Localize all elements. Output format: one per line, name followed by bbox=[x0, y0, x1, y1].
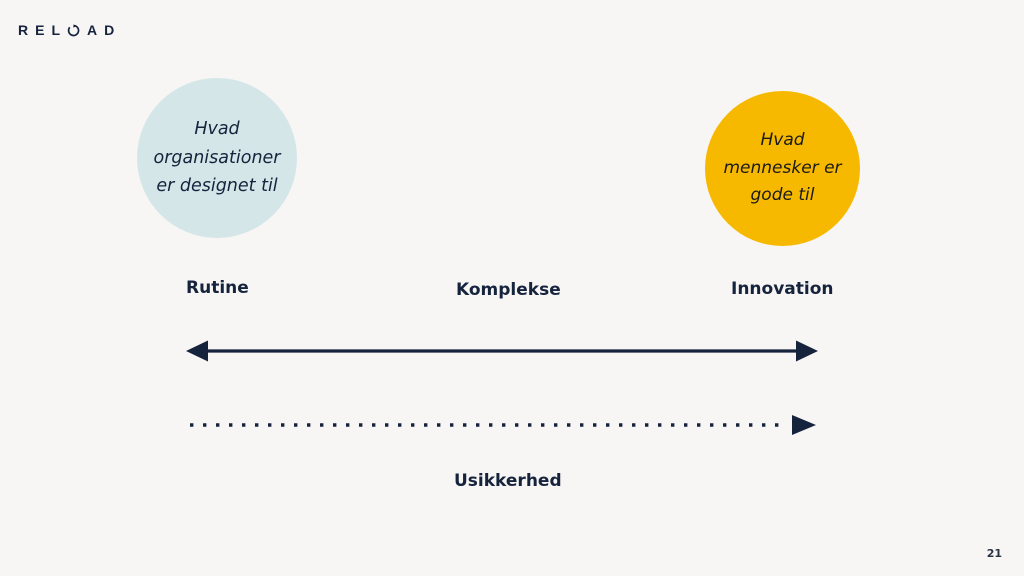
routine-to-innovation-axis bbox=[186, 334, 818, 368]
bubble-mennesker: Hvad mennesker er gode til bbox=[705, 91, 860, 246]
axis-label-usikkerhed: Usikkerhed bbox=[454, 471, 562, 491]
bubble-mennesker-text: Hvad mennesker er gode til bbox=[723, 130, 842, 206]
uncertainty-axis bbox=[188, 412, 816, 438]
logo-letter-l: L bbox=[51, 22, 61, 38]
reload-circle-icon bbox=[67, 23, 80, 37]
logo-letter-a: A bbox=[87, 22, 98, 38]
page-number: 21 bbox=[986, 547, 1002, 560]
bubble-organisationer: Hvad organisationer er designet til bbox=[137, 78, 297, 238]
logo-letter-r: R bbox=[18, 22, 29, 38]
axis-label-komplekse: Komplekse bbox=[456, 280, 561, 300]
bubble-organisationer-text: Hvad organisationer er designet til bbox=[153, 119, 281, 197]
logo-letter-e: E bbox=[35, 22, 45, 38]
logo-letter-d: D bbox=[104, 22, 115, 38]
axis-label-innovation: Innovation bbox=[731, 279, 834, 299]
reload-logo: R E L A D bbox=[18, 20, 121, 40]
axis-label-rutine: Rutine bbox=[186, 278, 249, 298]
